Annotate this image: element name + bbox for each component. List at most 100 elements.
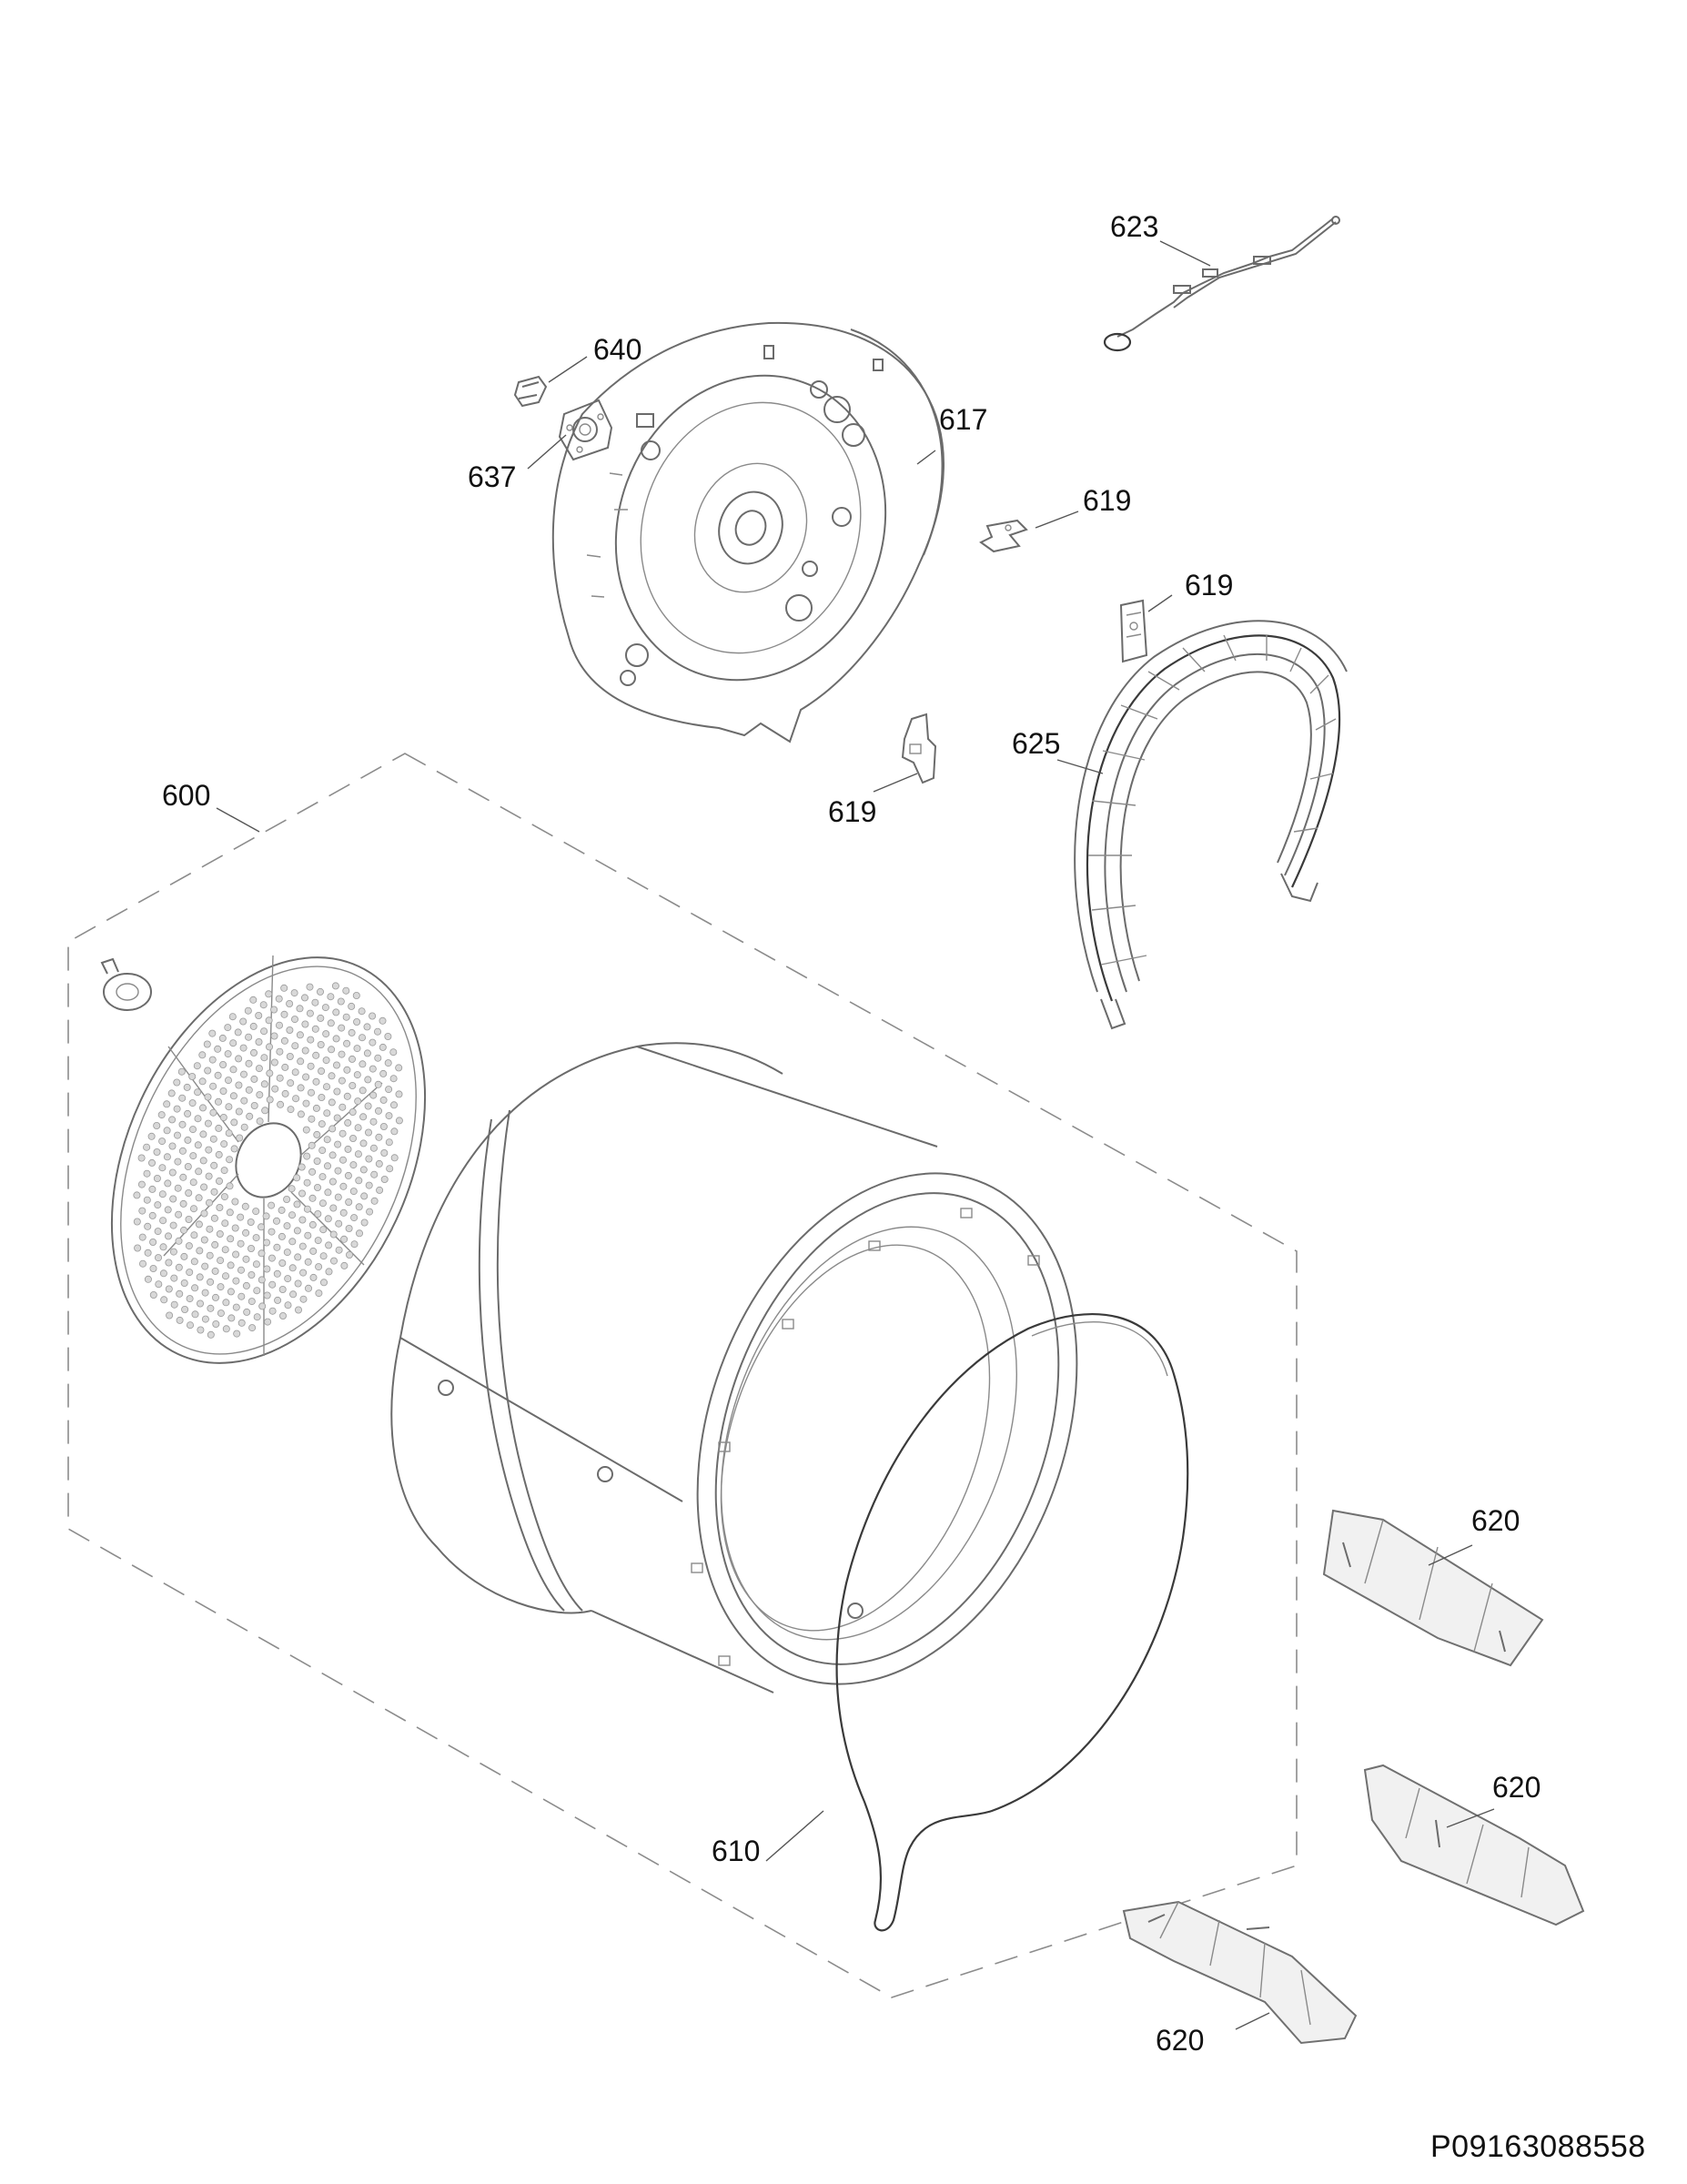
perforation-hole [311,1025,319,1033]
perforation-hole [154,1201,162,1209]
perforation-hole [322,1030,330,1038]
perforation-hole [268,1254,276,1262]
perforation-hole [278,1259,287,1268]
perforation-hole [180,1279,188,1288]
perforation-hole [338,1156,347,1164]
perforation-hole [380,1149,389,1158]
part-619-sensor-a [979,519,1028,553]
perforation-hole [168,1116,177,1124]
perforation-hole [301,1046,309,1055]
perforation-hole [338,1129,347,1138]
perforation-hole [363,1023,371,1031]
perforation-hole [206,1251,214,1259]
perforation-hole [203,1040,211,1048]
perforation-hole [349,1161,358,1169]
perforation-hole [178,1120,187,1128]
perforation-hole [183,1083,191,1091]
perforation-hole [289,1290,298,1299]
perforation-hole [379,1043,387,1051]
perforation-hole [235,1107,243,1116]
perforation-hole [189,1205,197,1213]
perforation-hole [369,1091,378,1099]
perforation-hole [166,1311,174,1320]
perforation-hole [359,1139,368,1148]
perforation-hole [318,1147,327,1155]
perforation-hole [188,1099,197,1107]
perforation-hole [308,1115,316,1123]
perforation-hole [314,1237,322,1245]
perforation-hole [178,1094,187,1102]
perforation-hole [338,1024,346,1032]
perforation-hole [260,1027,268,1036]
perforation-hole [153,1175,161,1183]
perforation-hole [214,1045,222,1053]
perforation-hole [359,1087,367,1095]
perforation-hole [258,1223,266,1231]
perforation-hole [273,1243,281,1251]
perforation-hole [370,1170,379,1178]
perforation-hole [374,1054,382,1062]
perforation-hole [207,1304,215,1312]
callout-620-b: 620 [1492,1771,1541,1804]
perforation-hole [245,1033,253,1041]
perforation-hole [237,1292,246,1300]
perforation-hole [364,1128,372,1137]
perforation-hole [389,1101,398,1109]
perforation-hole [226,1208,234,1217]
perforation-hole [291,1042,299,1050]
perforation-hole [231,1224,239,1232]
perforation-hole [241,1202,249,1210]
perforation-hole [227,1235,235,1243]
perforation-hole [294,1306,302,1314]
perforation-hole [276,1047,284,1056]
perforation-hole [144,1275,152,1283]
perforation-hole [247,1271,256,1279]
perforation-hole [191,1310,199,1319]
perforation-hole [359,1166,368,1174]
perforation-hole [319,1252,328,1260]
perforation-hole [230,1145,238,1153]
perforation-hole [270,1032,278,1040]
perforation-hole [308,1168,317,1176]
perforation-hole [334,1140,342,1148]
perforation-hole [375,1133,383,1141]
perforation-hole [214,1097,222,1106]
perforation-hole [149,1265,157,1273]
perforation-hole [339,1182,348,1190]
perforation-hole [373,1027,381,1036]
perforation-hole [138,1233,146,1241]
perforation-hole [313,1158,321,1166]
perforation-hole [163,1153,171,1161]
perforation-hole [281,1063,289,1071]
perforation-hole [210,1188,218,1196]
perforation-hole [321,1004,329,1012]
perforation-hole [168,1142,177,1150]
perforation-hole [379,1123,388,1131]
perforation-hole [190,1258,198,1266]
perforation-hole [307,1088,315,1097]
perforation-hole [185,1242,193,1250]
perforation-hole [229,1039,237,1047]
perforation-hole [329,1257,338,1265]
perforation-hole [283,1196,291,1204]
perforation-hole [225,1129,233,1138]
perforation-hole [153,1122,161,1130]
perforation-hole [169,1195,177,1203]
perforation-hole [237,1319,246,1327]
perforation-hole [332,1008,340,1016]
part-620-lifter-b [1363,1764,1585,1926]
perforation-hole [163,1127,171,1135]
perforation-hole [317,1014,325,1022]
perforation-hole [155,1280,163,1289]
perforation-hole [158,1164,167,1172]
perforation-hole [258,1276,266,1284]
perforation-hole [358,1034,366,1042]
perforation-hole [206,1225,214,1233]
perforation-hole [349,1108,357,1117]
perforation-hole [245,1059,253,1067]
perforation-hole [237,1266,245,1274]
perforation-hole [385,1112,393,1120]
perforation-hole [271,1085,279,1093]
perforation-hole [200,1236,208,1244]
